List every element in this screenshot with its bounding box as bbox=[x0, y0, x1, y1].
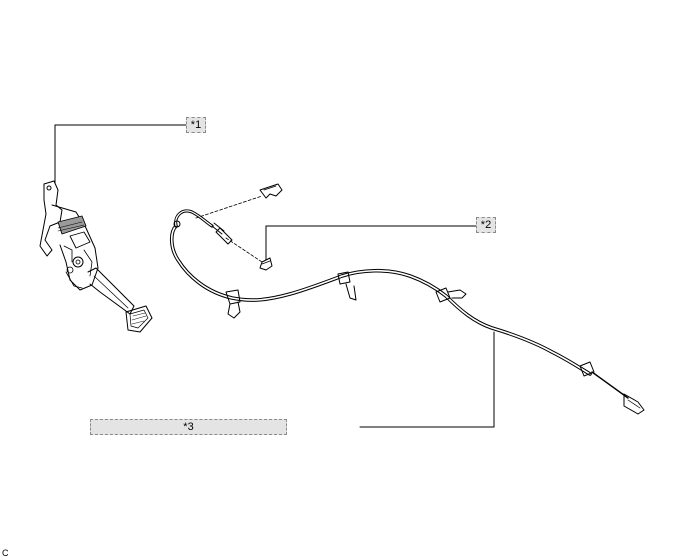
pedal-assembly bbox=[39, 180, 153, 333]
leader-line-1 bbox=[54, 124, 187, 184]
callout-3: *3 bbox=[90, 419, 287, 435]
figure-code: C bbox=[2, 548, 9, 558]
callout-2: *2 bbox=[476, 217, 496, 233]
leader-line-2 bbox=[265, 225, 477, 261]
parking-brake-cable bbox=[169, 209, 645, 415]
callout-1: *1 bbox=[186, 117, 206, 133]
installation-guide-lines bbox=[195, 195, 263, 263]
clip-and-bushing bbox=[259, 183, 283, 271]
leader-lines bbox=[54, 124, 495, 428]
leader-line-3 bbox=[359, 331, 495, 428]
